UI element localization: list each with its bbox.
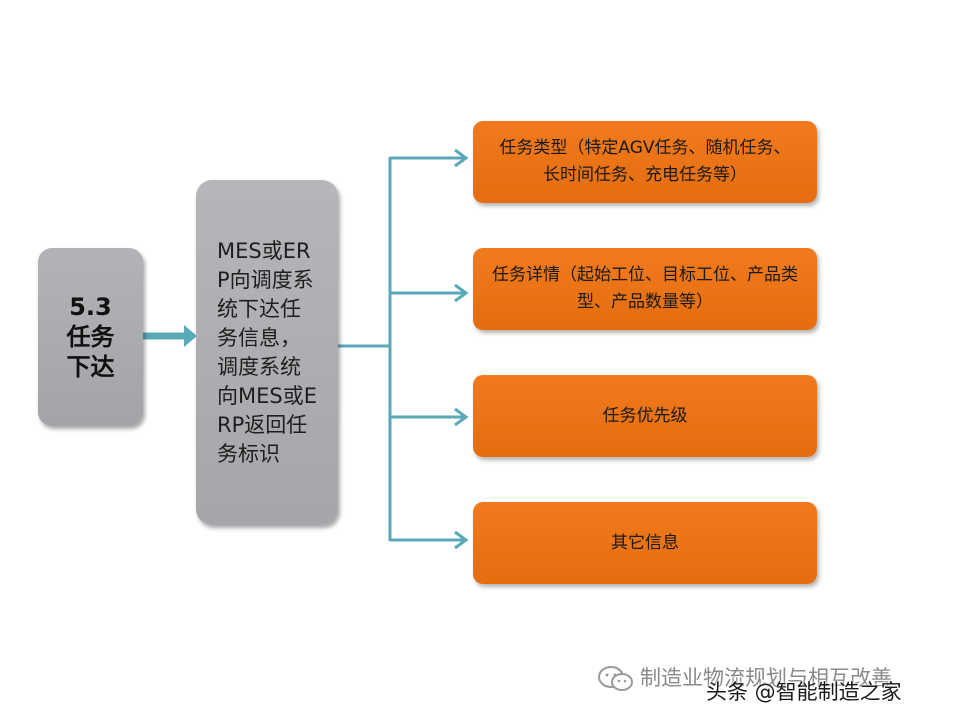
task-label: 任务类型（特定AGV任务、随机任务、长时间任务、充电任务等） — [499, 138, 791, 185]
task-label: 任务详情（起始工位、目标工位、产品类型、产品数量等） — [492, 265, 798, 312]
description-box: MES或ERP向调度系统下达任务信息，调度系统向MES或ERP返回任务标识 — [196, 180, 338, 525]
task-box-details: 任务详情（起始工位、目标工位、产品类型、产品数量等） — [473, 248, 817, 330]
section-title: 5.3任务下达 — [66, 293, 115, 381]
watermark: 制造业物流规划与相互改善 头条 @智能制造之家 — [596, 662, 956, 712]
branch-3 — [390, 407, 469, 427]
task-label: 任务优先级 — [602, 405, 688, 426]
main-arrow-head — [184, 325, 197, 347]
task-box-priority: 任务优先级 — [473, 375, 817, 457]
wechat-logo-icon — [598, 666, 633, 691]
description-text: MES或ERP向调度系统下达任务信息，调度系统向MES或ERP返回任务标识 — [217, 238, 317, 466]
branch-1 — [390, 148, 469, 168]
section-box: 5.3任务下达 — [38, 248, 143, 426]
task-box-other: 其它信息 — [473, 502, 817, 584]
watermark-source: 头条 @智能制造之家 — [706, 680, 902, 704]
branch-2 — [390, 283, 469, 303]
task-box-type: 任务类型（特定AGV任务、随机任务、长时间任务、充电任务等） — [473, 121, 817, 203]
task-label: 其它信息 — [611, 532, 679, 553]
branch-4 — [390, 530, 469, 550]
watermark-account: 制造业物流规划与相互改善 — [640, 666, 892, 690]
